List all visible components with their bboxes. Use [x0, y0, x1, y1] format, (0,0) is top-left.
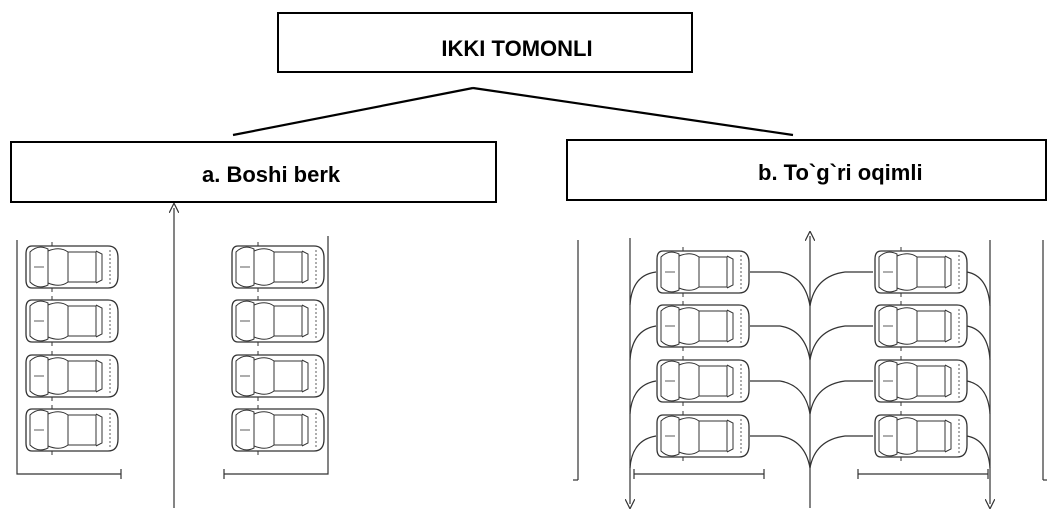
right-cars-column-1 — [656, 246, 750, 462]
connector-right — [472, 86, 794, 137]
left-cars-column-1 — [25, 241, 119, 456]
dead-end-layout-box: a. Boshi berk — [10, 141, 497, 203]
left-layout — [16, 208, 329, 508]
connector-left — [232, 86, 474, 137]
left-cars-column-2 — [231, 241, 325, 456]
through-flow-layout-label: b. To`g`ri oqimli — [758, 160, 923, 185]
dead-end-layout-label: a. Boshi berk — [202, 162, 341, 187]
right-cars-column-2 — [874, 246, 968, 462]
root-category-label: IKKI TOMONLI — [441, 36, 593, 61]
right-layout — [573, 236, 1047, 508]
through-flow-layout-box: b. To`g`ri oqimli — [566, 139, 1047, 201]
root-category-box: IKKI TOMONLI — [277, 12, 693, 73]
